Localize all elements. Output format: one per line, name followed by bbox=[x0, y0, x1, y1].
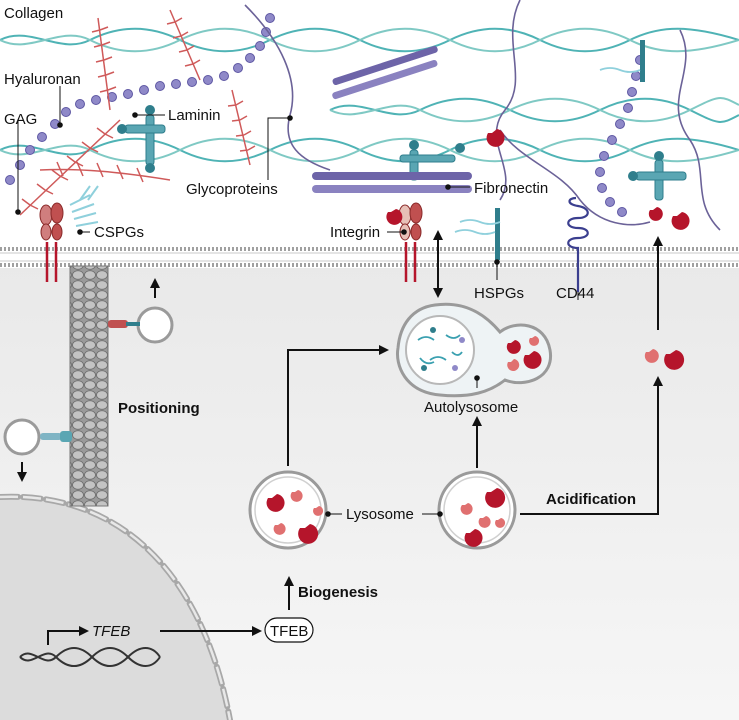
arrows bbox=[17, 230, 663, 645]
hspg bbox=[454, 40, 645, 260]
tfeb-protein-box bbox=[264, 617, 314, 643]
label-hspgs: HSPGs bbox=[474, 285, 524, 302]
plasma-membrane bbox=[0, 246, 739, 268]
label-hyaluronan: Hyaluronan bbox=[4, 71, 81, 88]
lysosome-left bbox=[248, 470, 328, 550]
label-positioning: Positioning bbox=[118, 400, 200, 417]
lysosome-right bbox=[437, 470, 517, 550]
label-collagen: Collagen bbox=[4, 5, 63, 22]
glycoprotein-strands bbox=[244, 0, 721, 231]
label-cspgs: CSPGs bbox=[94, 224, 144, 241]
label-tfeb-protein: TFEB bbox=[270, 623, 308, 640]
fibronectin bbox=[312, 45, 472, 193]
cspg bbox=[69, 185, 99, 227]
laminin-center bbox=[399, 140, 465, 181]
label-cd44: CD44 bbox=[556, 285, 594, 302]
nucleus bbox=[0, 493, 233, 720]
label-acidification: Acidification bbox=[546, 491, 636, 508]
label-integrin: Integrin bbox=[330, 224, 380, 241]
gag-chains bbox=[19, 9, 256, 216]
label-gag: GAG bbox=[4, 111, 37, 128]
vesicle-membrane bbox=[108, 306, 174, 344]
laminin-right bbox=[628, 151, 687, 201]
label-lysosome: Lysosome bbox=[346, 506, 414, 523]
label-tfeb-gene: TFEB bbox=[92, 623, 130, 640]
integrin-left bbox=[39, 202, 64, 282]
microtubule bbox=[69, 265, 109, 507]
collagen-fibers bbox=[0, 27, 739, 163]
label-autolysosome: Autolysosome bbox=[424, 399, 518, 416]
label-glycoproteins: Glycoproteins bbox=[186, 181, 278, 198]
cd44 bbox=[567, 196, 589, 292]
autolysosome bbox=[396, 302, 552, 398]
label-fibronectin: Fibronectin bbox=[474, 180, 548, 197]
tfeb-gene-dna bbox=[19, 647, 161, 667]
hyaluronan-chain bbox=[5, 13, 645, 217]
label-biogenesis: Biogenesis bbox=[298, 584, 378, 601]
laminin bbox=[117, 105, 166, 173]
label-laminin: Laminin bbox=[168, 107, 221, 124]
ecm-cargo bbox=[386, 129, 690, 370]
leader-dots bbox=[15, 112, 500, 517]
vesicle-nucleus bbox=[3, 418, 72, 456]
